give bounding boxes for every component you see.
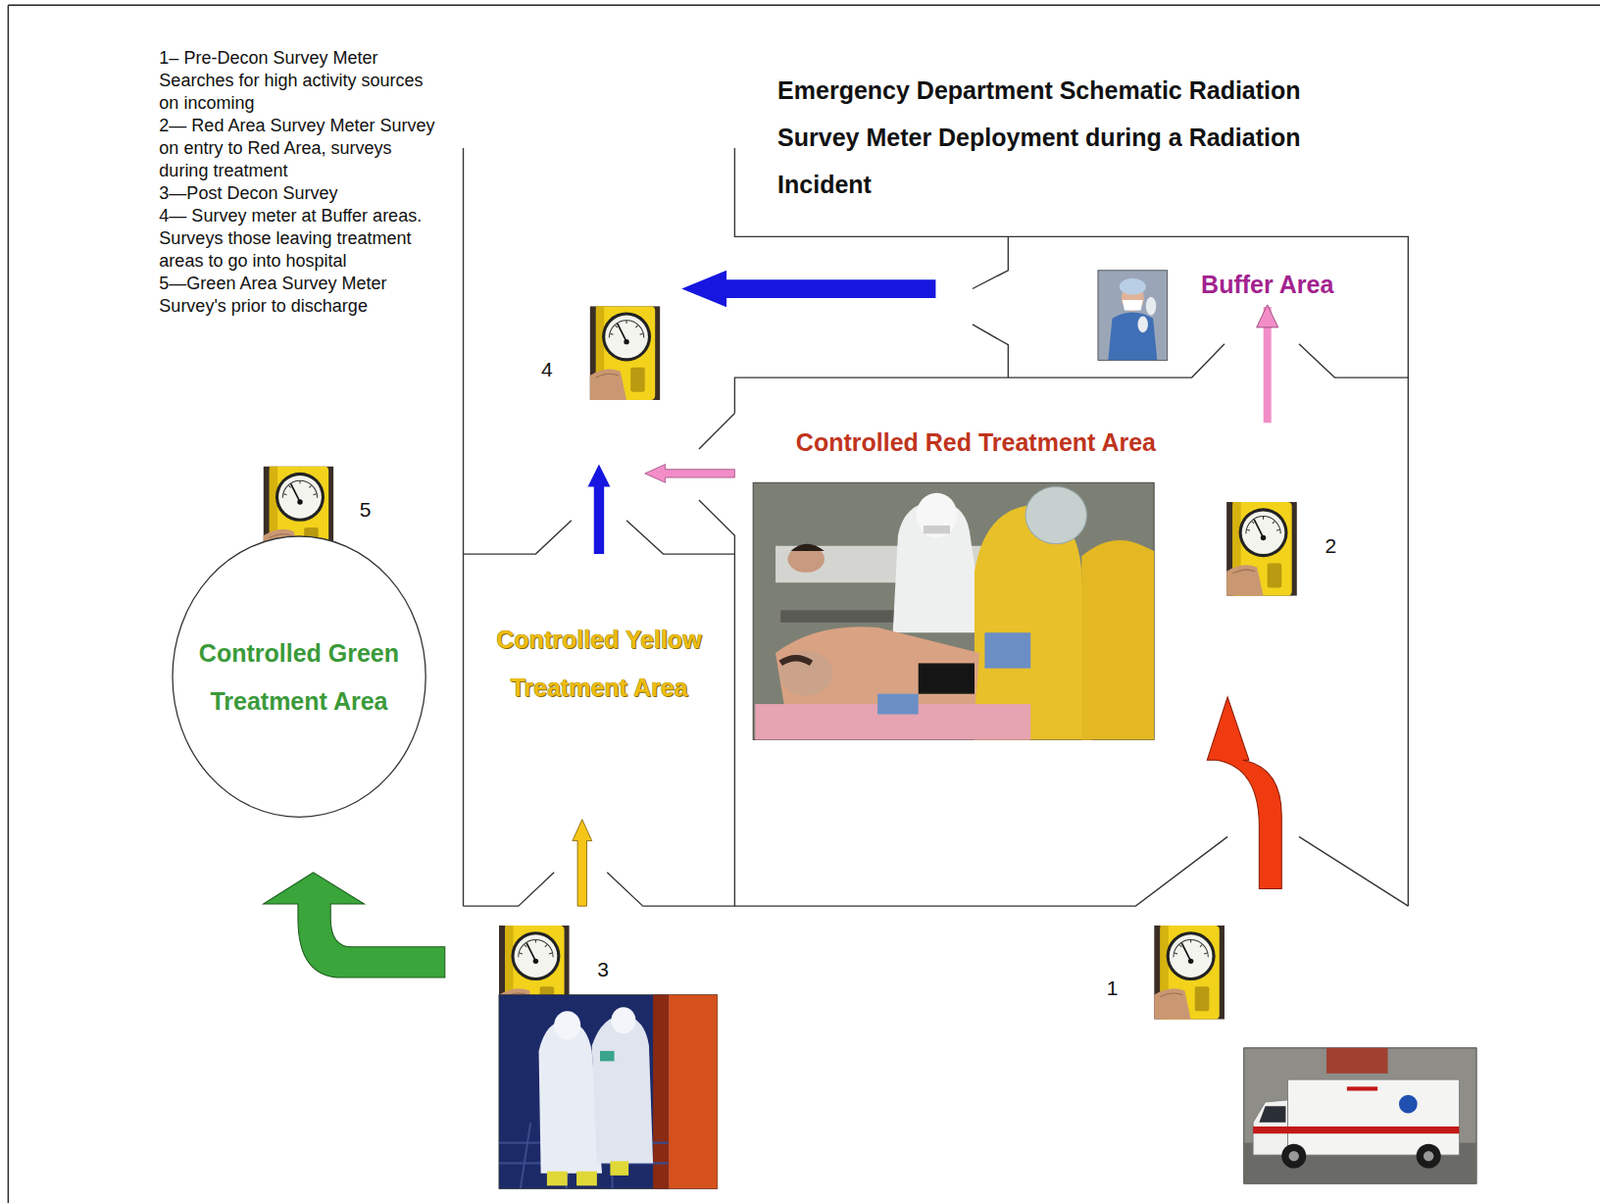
treatment-photo (752, 482, 1154, 740)
flow-arrow (572, 819, 593, 906)
legend-note: 2— Red Area Survey Meter Survey on entry… (158, 114, 436, 183)
callout-number: 1 (1106, 976, 1119, 1000)
decon-photo (499, 995, 718, 1190)
flow-arrow (645, 464, 736, 484)
diagram-title: Emergency Department Schematic Radiation… (777, 66, 1356, 208)
discharge-arrow (263, 872, 446, 978)
legend-note: 5—Green Area Survey Meter Survey's prior… (158, 272, 436, 318)
entry-arrow (1206, 697, 1282, 890)
flow-arrow (588, 464, 611, 555)
frame-line (7, 4, 1600, 1203)
flow-connector (1263, 306, 1272, 423)
area-label: Controlled Red Treatment Area (796, 428, 1327, 457)
survey-meter (590, 305, 661, 400)
callout-number: 2 (1324, 534, 1337, 558)
area-label: Controlled Yellow Treatment Area (476, 615, 722, 712)
survey-meter (1226, 501, 1298, 597)
treatment-area: Buffer Area (1193, 266, 1342, 303)
area-ellipse (171, 535, 427, 818)
staff-photo (1098, 270, 1168, 361)
legend-note: 3—Post Decon Survey (158, 182, 436, 205)
notes-block: 1– Pre-Decon Survey Meter Searches for h… (158, 47, 436, 318)
wall-lines (463, 148, 1409, 906)
legend-note: 4— Survey meter at Buffer areas. Surveys… (158, 204, 436, 273)
survey-meter (1153, 925, 1225, 1020)
legend-note: 1– Pre-Decon Survey Meter Searches for h… (158, 47, 436, 115)
exit-arrow (681, 270, 936, 307)
callout-number: 3 (597, 957, 609, 982)
area-label: Controlled Green Treatment Area (183, 629, 415, 726)
ambulance-photo (1244, 1048, 1477, 1184)
treatment-area: Controlled Green Treatment Area (171, 535, 427, 818)
callout-number: 4 (541, 357, 553, 382)
area-label: Buffer Area (1200, 270, 1334, 300)
callout-number: 5 (359, 498, 372, 522)
treatment-area: Controlled Red Treatment Area (754, 424, 1327, 461)
treatment-area: Controlled Yellow Treatment Area (468, 611, 730, 716)
